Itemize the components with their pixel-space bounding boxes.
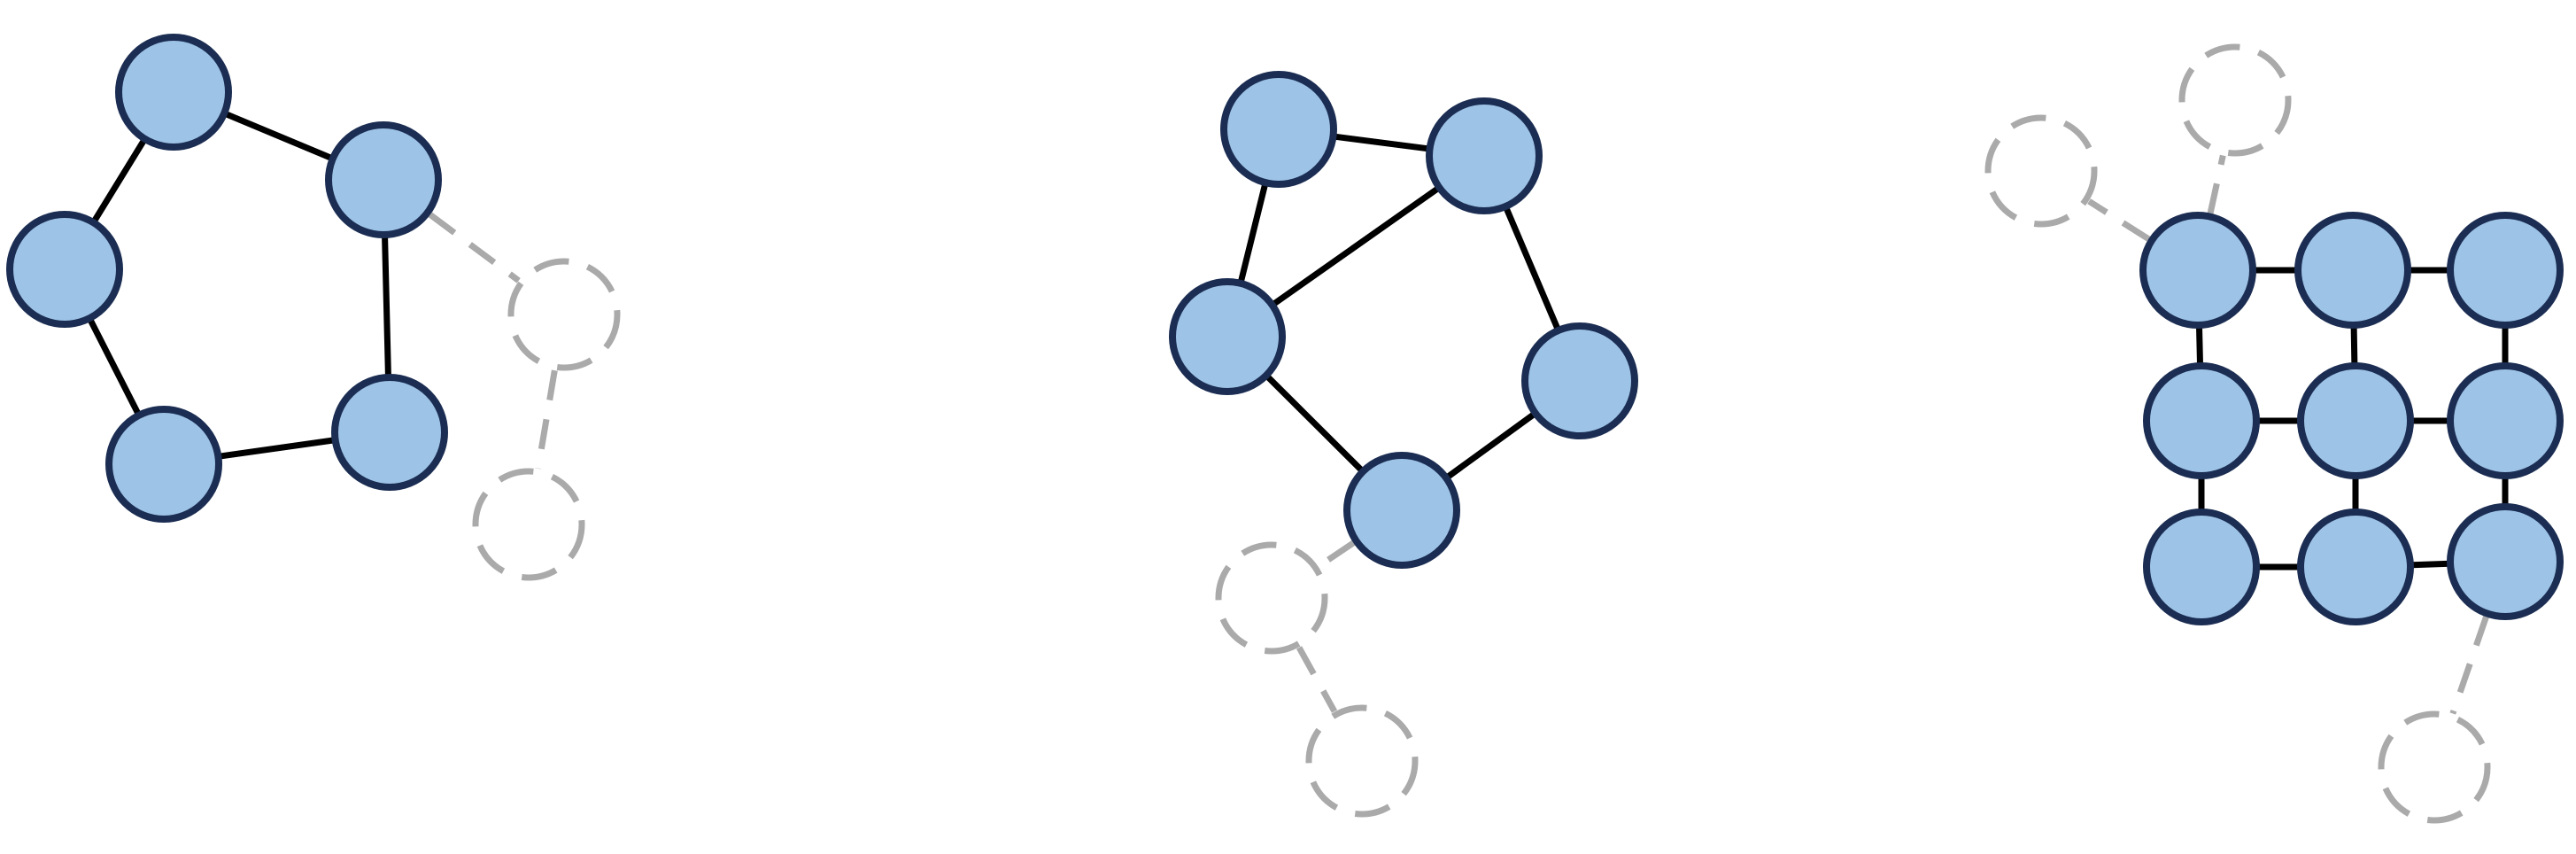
- ghost-edges-layer: [428, 154, 2489, 715]
- irregular-graph-ghost-edge-d0-d1: [1296, 646, 1338, 713]
- grid-graph-node-g00: [2139, 212, 2256, 329]
- grid-graph-node-g01: [2294, 212, 2411, 329]
- irregular-graph-node-m2: [1169, 278, 1286, 395]
- grid-graph-ghost-node-e2: [2378, 710, 2491, 824]
- pentagon-graph-node-n4: [6, 211, 123, 328]
- pentagon-graph-node-n2: [331, 374, 448, 491]
- irregular-graph-node-m3: [1343, 452, 1460, 569]
- grid-graph-ghost-node-e0: [1984, 114, 2098, 228]
- grid-graph-ghost-edge-g00-e1: [2207, 154, 2226, 214]
- irregular-graph-ghost-edge-m3-d0: [1317, 540, 1356, 570]
- ghost-nodes-layer: [472, 43, 2491, 824]
- pentagon-graph-ghost-edge-c0-c1: [535, 369, 558, 470]
- grid-graph-ghost-edge-g00-e0: [2087, 198, 2151, 242]
- grid-graph-node-g12: [2447, 362, 2564, 479]
- grid-graph-node-g20: [2143, 509, 2260, 625]
- nodes-layer: [6, 34, 2564, 625]
- pentagon-graph-node-n0: [115, 34, 232, 151]
- grid-graph-node-g10: [2143, 362, 2260, 479]
- grid-graph-ghost-edge-g22-e2: [2449, 616, 2489, 715]
- irregular-graph-node-m4: [1521, 322, 1638, 439]
- grid-graph-node-g22: [2447, 503, 2564, 620]
- grid-graph-node-g21: [2297, 509, 2414, 625]
- pentagon-graph-ghost-edge-n1-c0: [428, 212, 521, 283]
- irregular-graph-ghost-node-d1: [1305, 704, 1419, 818]
- pentagon-graph-ghost-node-c1: [472, 468, 585, 581]
- pentagon-graph-node-n3: [105, 406, 222, 523]
- irregular-graph-node-m1: [1426, 97, 1543, 214]
- grid-graph-ghost-node-e1: [2178, 43, 2292, 157]
- pentagon-graph-node-n1: [325, 121, 442, 238]
- pentagon-graph-ghost-node-c0: [507, 258, 621, 371]
- irregular-graph-ghost-node-d0: [1215, 541, 1328, 655]
- grid-graph-node-g02: [2447, 212, 2564, 329]
- grid-graph-node-g11: [2297, 362, 2414, 479]
- irregular-graph-node-m0: [1220, 71, 1337, 188]
